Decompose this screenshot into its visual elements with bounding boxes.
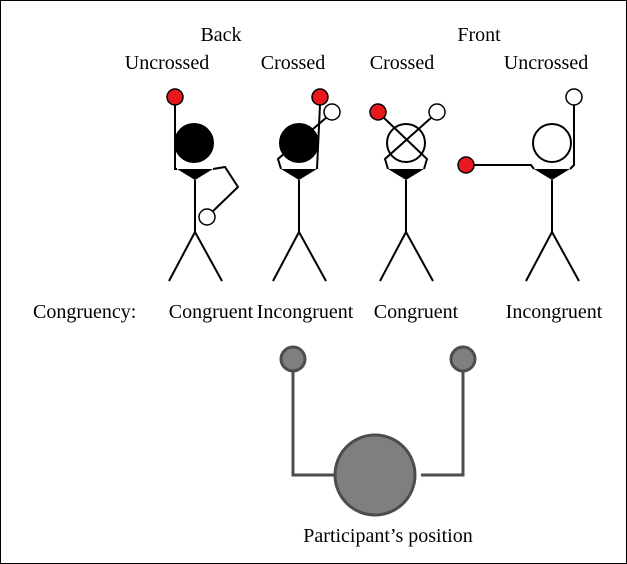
posture-label-4: Uncrossed: [504, 52, 588, 74]
red-stimulus-icon: [369, 103, 387, 121]
raised-arm: [569, 105, 575, 170]
participant-left-arm: [291, 371, 335, 477]
left-leg: [168, 231, 196, 282]
left-leg: [525, 231, 553, 282]
neck-triangle: [534, 169, 570, 180]
posture-label-3: Crossed: [370, 52, 434, 74]
head-front-icon: [386, 123, 426, 163]
white-stimulus-icon: [565, 88, 583, 106]
head-front-icon: [532, 123, 572, 163]
neck-triangle: [388, 169, 424, 180]
raised-arm: [174, 105, 177, 170]
posture-label-2: Crossed: [261, 52, 325, 74]
left-hand-icon: [279, 345, 307, 373]
red-stimulus-icon: [166, 88, 184, 106]
crossing-arm-right: [382, 116, 429, 170]
neck-triangle: [177, 169, 213, 180]
front-header: Front: [457, 24, 501, 46]
participant-head-icon: [333, 433, 417, 517]
left-leg: [379, 231, 407, 282]
congruency-prefix: Congruency:: [33, 301, 136, 323]
crossing-arm-left: [383, 116, 433, 170]
right-leg: [551, 231, 580, 282]
figure-back-crossed: [272, 88, 341, 282]
participant-schematic: [279, 345, 477, 517]
congruency-label-1: Congruent: [169, 301, 254, 323]
figure-front-crossed: [369, 103, 446, 282]
posture-label-1: Uncrossed: [125, 52, 209, 74]
extended-arm: [474, 164, 535, 170]
congruency-label-4: Incongruent: [506, 301, 603, 323]
red-stimulus-icon: [311, 88, 329, 106]
red-stimulus-icon: [457, 156, 475, 174]
neck-triangle: [281, 169, 317, 180]
figure-back-uncrossed: [166, 88, 240, 282]
congruency-label-2: Incongruent: [257, 301, 354, 323]
white-stimulus-icon: [323, 103, 341, 121]
crossing-arm-right: [316, 104, 321, 170]
crossing-arm-left: [276, 116, 328, 170]
white-stimulus-icon: [198, 208, 216, 226]
right-hand-icon: [449, 345, 477, 373]
participant-right-arm: [421, 371, 465, 477]
left-leg: [272, 231, 300, 282]
white-stimulus-icon: [428, 103, 446, 121]
figure-front-uncrossed: [457, 88, 583, 282]
back-header: Back: [200, 24, 241, 46]
right-leg: [194, 231, 223, 282]
head-back-icon: [174, 123, 214, 163]
right-leg: [298, 231, 327, 282]
right-leg: [405, 231, 434, 282]
participant-label: Participant’s position: [303, 525, 472, 547]
congruency-label-3: Congruent: [374, 301, 459, 323]
lowered-arm: [209, 165, 240, 215]
